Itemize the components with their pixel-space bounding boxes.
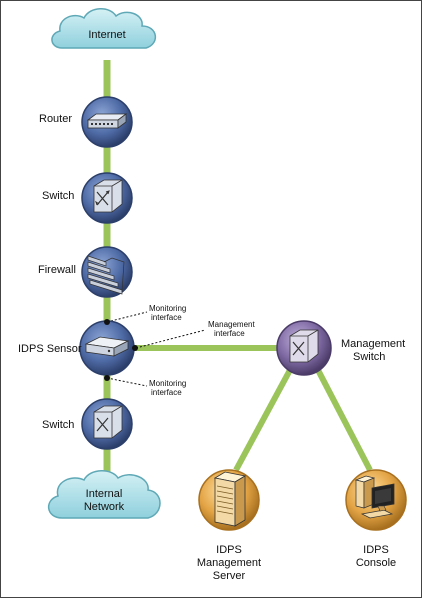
console-label-2: Console — [356, 557, 396, 569]
monitoring-bottom-label-2: interface — [151, 388, 182, 397]
management-switch-label-2: Switch — [353, 351, 385, 363]
callout-monitoring-bottom — [106, 377, 148, 387]
router-label: Router — [39, 113, 72, 125]
idps-sensor-icon — [79, 320, 135, 376]
router-icon — [81, 96, 133, 148]
management-interface-dot — [132, 345, 138, 351]
monitoring-top-label-2: interface — [151, 313, 182, 322]
link-mgmt-switch-server — [233, 368, 293, 472]
switch-top-label: Switch — [42, 190, 74, 202]
mgmt-server-label-2: Management — [197, 557, 261, 569]
monitoring-interface-top-dot — [104, 319, 110, 325]
link-mgmt-switch-console — [315, 368, 373, 472]
callout-monitoring-top — [106, 311, 148, 323]
mgmt-server-label-1: IDPS — [216, 544, 242, 556]
callouts — [106, 311, 206, 387]
firewall-icon — [81, 246, 133, 298]
internet-cloud-icon — [51, 8, 156, 49]
monitoring-bottom-label-1: Monitoring — [149, 379, 186, 388]
firewall-label: Firewall — [38, 264, 76, 276]
management-switch-label-1: Management — [341, 338, 405, 350]
internet-label: Internet — [88, 29, 125, 41]
links — [103, 60, 373, 478]
idps-sensor-label: IDPS Sensor — [18, 343, 82, 355]
management-label-2: interface — [214, 329, 245, 338]
internal-network-cloud-icon — [48, 470, 161, 519]
switch-icon — [81, 172, 133, 224]
internal-network-label-2: Network — [84, 501, 125, 513]
switch-bottom-label: Switch — [42, 419, 74, 431]
server-icon — [198, 469, 260, 531]
internal-network-label-1: Internal — [86, 488, 123, 500]
management-label-1: Management — [208, 320, 255, 329]
console-workstation-icon — [345, 469, 407, 531]
console-label-1: IDPS — [363, 544, 389, 556]
monitoring-interface-bottom-dot — [104, 375, 110, 381]
management-switch-icon — [276, 320, 332, 376]
switch-icon — [81, 398, 133, 450]
monitoring-top-label-1: Monitoring — [149, 304, 186, 313]
mgmt-server-label-3: Server — [213, 570, 246, 582]
